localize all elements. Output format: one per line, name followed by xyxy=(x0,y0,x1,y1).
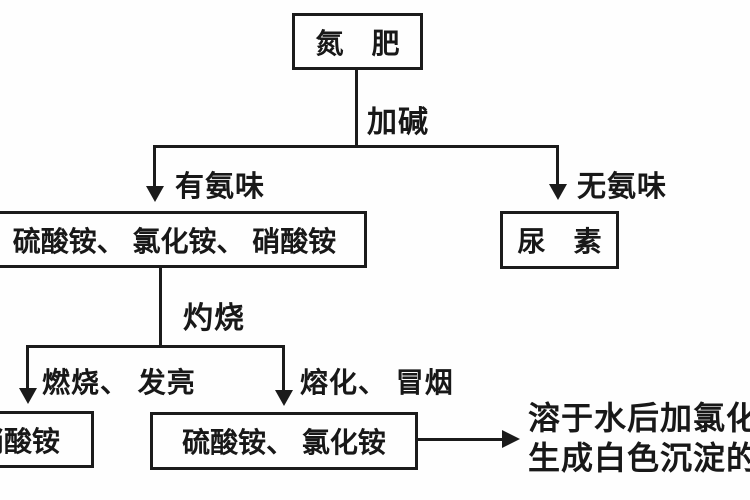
arrowhead-right-result-icon xyxy=(502,430,520,448)
node-urea-label: 尿 素 xyxy=(517,226,602,257)
node-nitrogen-fertilizer-label: 氮 肥 xyxy=(315,27,400,59)
connector-bottom-left-drop xyxy=(26,345,29,389)
node-urea: 尿 素 xyxy=(500,211,619,269)
connector-scorch-drop xyxy=(159,268,162,348)
arrowhead-down-right-icon xyxy=(549,184,567,200)
node-nitrogen-fertilizer: 氮 肥 xyxy=(292,13,423,70)
edge-label-no-ammonia: 无氨味 xyxy=(577,171,668,203)
edge-label-add-alkali: 加碱 xyxy=(367,106,429,139)
connector-result-arrow xyxy=(418,438,504,441)
edge-label-burn-glow: 燃烧、 发亮 xyxy=(42,367,196,398)
connector-bottom-right-drop xyxy=(282,345,285,391)
node-ammonium-nitrate: 硝酸铵 xyxy=(0,411,94,468)
connector-branch-top xyxy=(153,145,559,148)
node-sulfate-chloride-label: 硫酸铵、 氯化铵 xyxy=(182,427,386,458)
result-text-line2: 生成白色沉淀的 xyxy=(528,440,750,476)
node-ammonium-salts: 硫酸铵、 氯化铵、 硝酸铵 xyxy=(0,211,367,268)
arrowhead-down-bottom-left-icon xyxy=(19,388,37,404)
node-sulfate-chloride: 硫酸铵、 氯化铵 xyxy=(150,412,418,470)
edge-label-has-ammonia: 有氨味 xyxy=(175,171,266,203)
edge-label-melt-smoke: 熔化、 冒烟 xyxy=(300,367,454,398)
connector-branch-bottom xyxy=(26,345,285,348)
edge-label-scorch: 灼烧 xyxy=(183,302,245,335)
result-text: 溶于水后加氯化 生成白色沉淀的 xyxy=(528,398,750,478)
arrowhead-down-left-icon xyxy=(146,186,164,202)
connector-right-drop xyxy=(556,145,559,185)
node-ammonium-nitrate-label: 硝酸铵 xyxy=(0,425,60,457)
connector-root-down xyxy=(355,70,358,147)
result-text-line1: 溶于水后加氯化 xyxy=(528,400,750,436)
arrowhead-down-bottom-right-icon xyxy=(275,390,293,406)
node-ammonium-salts-label: 硫酸铵、 氯化铵、 硝酸铵 xyxy=(12,225,337,257)
connector-left-drop xyxy=(153,145,156,187)
